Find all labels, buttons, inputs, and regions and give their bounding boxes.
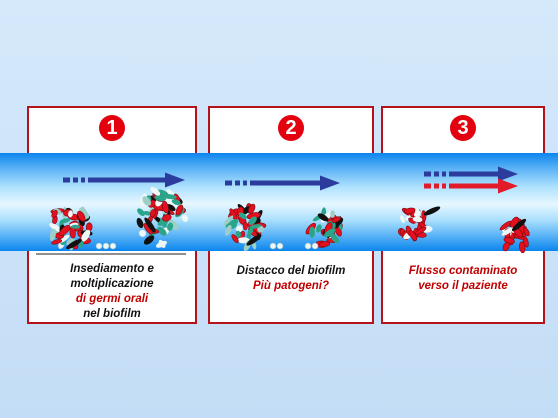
flow-arrow-icon	[424, 178, 518, 194]
bacteria-layer	[49, 186, 530, 254]
step-1-line-1: Insediamento e	[70, 263, 154, 275]
flow-arrows	[63, 166, 518, 194]
bacteria-cluster-icon	[66, 206, 527, 250]
flow-arrow-icon	[225, 175, 340, 191]
step-2-highlight: Più patogeni?	[252, 280, 330, 292]
bacteria-cluster-icon	[397, 207, 433, 242]
step-1-caption: Insediamento e moltiplicazione di germi …	[30, 262, 194, 322]
step-1-badge: 1	[99, 115, 125, 141]
step-1-tail: nel biofilm	[83, 308, 141, 320]
bacteria-cluster-icon	[223, 203, 267, 252]
bacteria-cluster-icon	[136, 186, 189, 248]
step-3-highlight-2: verso il paziente	[418, 280, 508, 292]
step-3-badge: 3	[450, 115, 476, 141]
bacteria-cluster-icon	[49, 206, 93, 251]
step-1-highlight: di germi orali	[75, 293, 149, 305]
step-2-line-1: Distacco del biofilm	[236, 265, 346, 277]
bacteria-cluster-icon	[499, 216, 530, 254]
bacteria-cluster-icon	[305, 207, 344, 248]
step-2-badge: 2	[278, 115, 304, 141]
flow-arrow-icon	[424, 166, 518, 182]
step-3-caption: Flusso contaminato verso il paziente	[383, 264, 543, 294]
step-1-line-2: moltiplicazione	[70, 278, 154, 290]
water-tube	[0, 153, 558, 251]
flow-arrow-icon	[63, 172, 185, 188]
step-3-highlight: Flusso contaminato	[408, 265, 518, 277]
step-2-caption: Distacco del biofilm Più patogeni?	[210, 264, 372, 294]
